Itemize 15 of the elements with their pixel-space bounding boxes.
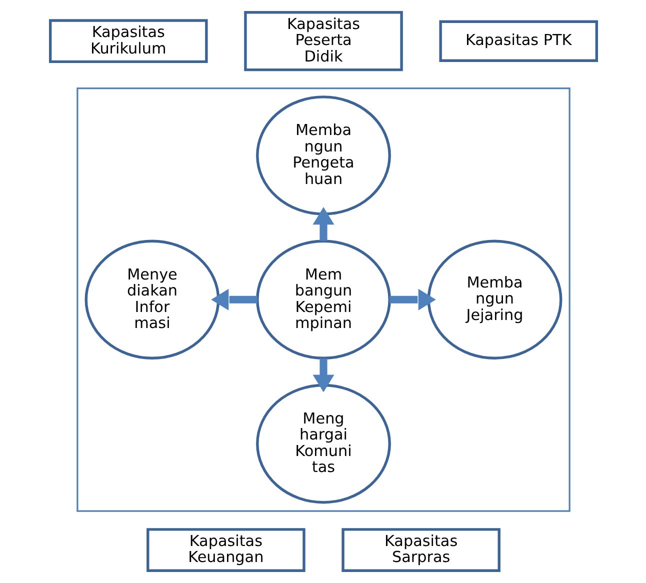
- node-ellipse: Memba ngun Jejaring: [426, 240, 562, 360]
- node-box: Kapasitas Peserta Didik: [244, 11, 402, 72]
- node-box: Kapasitas Keuangan: [146, 528, 305, 572]
- node-box: Kapasitas Kurikulum: [48, 19, 208, 64]
- node-ellipse: Memba ngun Pengeta huan: [256, 96, 390, 216]
- arrow: [312, 358, 334, 392]
- node-box: Kapasitas Sarpras: [341, 528, 500, 572]
- arrow: [389, 288, 436, 310]
- cluster: [76, 87, 570, 512]
- arrow: [210, 288, 257, 310]
- node-ellipse: Meng hargai Komuni tas: [256, 384, 390, 504]
- node-ellipse: Menye diakan Infor masi: [84, 240, 220, 360]
- arrow: [312, 207, 334, 241]
- node-ellipse: Mem bangun Kepemi mpinan: [256, 240, 390, 360]
- node-box: Kapasitas PTK: [438, 20, 598, 62]
